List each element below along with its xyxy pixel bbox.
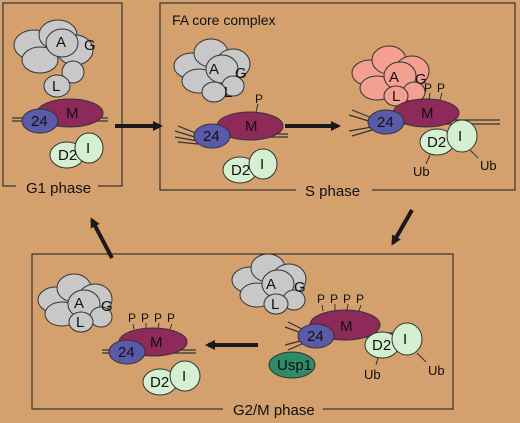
- fancd2-fanci-g1: D2 I: [49, 132, 104, 169]
- phosphate-label: P: [128, 311, 136, 325]
- ubiquitin-label: Ub: [413, 164, 430, 179]
- dna-fancm-faap24-g1: 24 M: [12, 98, 108, 134]
- fa-core-complex-g1: A G L: [13, 19, 96, 98]
- svg-text:24: 24: [31, 113, 48, 130]
- ubiquitin-label: Ub: [364, 367, 381, 382]
- svg-text:24: 24: [307, 328, 324, 345]
- svg-text:24: 24: [118, 344, 135, 361]
- svg-text:M: M: [150, 334, 163, 351]
- dna-fancm-faap24-g2m-left: 24 M P P P P: [102, 311, 196, 365]
- svg-text:M: M: [340, 318, 353, 335]
- svg-text:G: G: [294, 279, 306, 296]
- fa-core-complex-g2m-right: A G L: [231, 253, 307, 315]
- phosphate-label: P: [437, 81, 445, 95]
- fancd2-fanci-s-left: D2 I: [222, 148, 278, 184]
- fancd2-fanci-ub-g2m: D2 I Ub Ub: [364, 322, 445, 382]
- svg-text:G: G: [101, 298, 113, 315]
- fa-core-complex-g2m-left: A G L: [37, 273, 113, 333]
- s-phase-label: S phase: [305, 183, 360, 200]
- svg-text:24: 24: [377, 114, 394, 131]
- svg-text:M: M: [245, 118, 258, 135]
- svg-text:I: I: [403, 331, 407, 348]
- svg-text:I: I: [458, 128, 462, 145]
- svg-text:D2: D2: [58, 147, 77, 164]
- svg-text:L: L: [224, 84, 232, 101]
- phosphate-label: P: [330, 292, 338, 306]
- svg-text:A: A: [56, 34, 66, 51]
- phosphate-label: P: [255, 92, 263, 106]
- g1-phase-label: G1 phase: [26, 180, 91, 197]
- fa-core-complex-title: FA core complex: [172, 12, 276, 28]
- fa-core-complex-s-active: A G L: [351, 45, 430, 107]
- svg-text:M: M: [421, 105, 434, 122]
- svg-text:A: A: [266, 276, 276, 293]
- svg-text:A: A: [74, 295, 84, 312]
- dna-fancm-faap24-s-left: 24 M P: [174, 92, 288, 149]
- svg-text:G: G: [415, 71, 427, 88]
- g2m-phase-label: G2/M phase: [233, 402, 315, 418]
- svg-text:D2: D2: [372, 337, 391, 354]
- phosphate-label: P: [141, 311, 149, 325]
- phosphate-label: P: [424, 81, 432, 95]
- ubiquitin-label: Ub: [428, 363, 445, 378]
- phosphate-label: P: [154, 311, 162, 325]
- svg-text:24: 24: [203, 128, 220, 145]
- dna-fancm-faap24-g2m-right: 24 M P P P P: [284, 292, 400, 351]
- phosphate-label: P: [356, 292, 364, 306]
- svg-text:M: M: [66, 105, 79, 122]
- svg-text:L: L: [392, 88, 400, 105]
- svg-text:G: G: [84, 37, 96, 54]
- fancd2-fanci-g2m-left: D2 I: [142, 360, 201, 396]
- svg-text:Usp1: Usp1: [277, 357, 312, 374]
- svg-text:I: I: [86, 140, 90, 157]
- phosphate-label: P: [317, 292, 325, 306]
- arrow-g2m-to-g1: [90, 217, 114, 259]
- svg-text:I: I: [260, 156, 264, 173]
- dna-fancm-faap24-s-right: 24 M P P: [348, 81, 500, 137]
- fancd2-fanci-ub-s: D2 I Ub Ub: [413, 119, 497, 179]
- svg-text:L: L: [52, 78, 60, 95]
- svg-text:G: G: [235, 65, 247, 82]
- phosphate-label: P: [167, 311, 175, 325]
- svg-text:D2: D2: [427, 134, 446, 151]
- arrow-s-to-g2m: [391, 209, 414, 246]
- svg-text:L: L: [271, 296, 279, 313]
- usp1-protein: Usp1: [268, 351, 316, 379]
- svg-text:A: A: [389, 69, 399, 86]
- svg-text:A: A: [209, 61, 219, 78]
- svg-text:D2: D2: [231, 162, 250, 179]
- ubiquitin-label: Ub: [480, 158, 497, 173]
- phosphate-label: P: [343, 292, 351, 306]
- svg-text:D2: D2: [150, 374, 169, 391]
- fa-core-complex-s-inactive: A G L: [173, 38, 251, 103]
- svg-text:I: I: [182, 368, 186, 385]
- svg-text:L: L: [76, 314, 84, 331]
